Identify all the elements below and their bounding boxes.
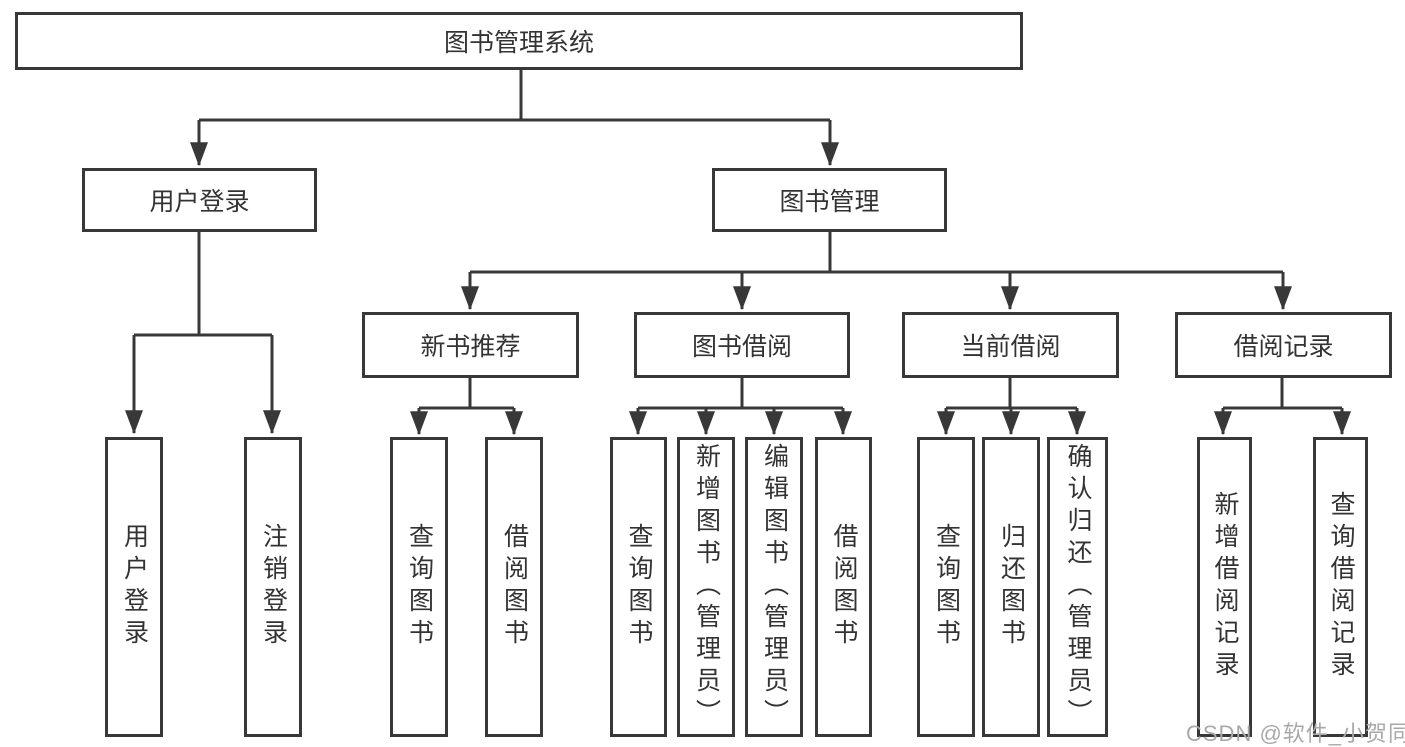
- leaf-query-books-recommend: 查询图书: [390, 437, 448, 737]
- leaf-edit-books-admin: 编辑图书（管理员）: [745, 437, 803, 737]
- node-label: 图书管理: [779, 188, 880, 216]
- node-label: 借阅图书: [830, 523, 858, 651]
- node-label: 借阅记录: [1233, 333, 1334, 361]
- leaf-return-books: 归还图书: [982, 437, 1040, 737]
- node-label: 编辑图书（管理员）: [760, 443, 789, 731]
- node-label: 新书推荐: [420, 333, 521, 361]
- node-label: 注销登录: [259, 523, 288, 651]
- leaf-query-books-borrowing: 查询图书: [610, 437, 667, 737]
- node-label: 新增图书（管理员）: [692, 443, 721, 731]
- node-label: 用户登录: [120, 523, 149, 651]
- leaf-query-borrow-record: 查询借阅记录: [1313, 437, 1368, 737]
- node-user-login: 用户登录: [82, 168, 317, 232]
- node-borrowing-records: 借阅记录: [1175, 312, 1392, 378]
- leaf-logout: 注销登录: [244, 437, 302, 737]
- leaf-borrow-books-recommend: 借阅图书: [485, 437, 543, 737]
- leaf-confirm-return-admin: 确认归还（管理员）: [1047, 437, 1108, 737]
- leaf-borrow-books: 借阅图书: [815, 437, 872, 737]
- node-label: 借阅图书: [500, 523, 529, 651]
- node-label: 查询图书: [625, 523, 653, 651]
- node-label: 查询借阅记录: [1327, 491, 1355, 683]
- node-label: 查询图书: [932, 523, 961, 651]
- node-library-system: 图书管理系统: [15, 12, 1023, 70]
- leaf-add-books-admin: 新增图书（管理员）: [677, 437, 735, 737]
- node-new-book-recommendation: 新书推荐: [362, 312, 579, 378]
- node-book-borrowing: 图书借阅: [634, 312, 850, 378]
- leaf-add-borrow-record: 新增借阅记录: [1197, 437, 1252, 737]
- node-label: 归还图书: [997, 523, 1026, 651]
- node-label: 图书借阅: [691, 333, 792, 361]
- leaf-query-books-current: 查询图书: [917, 437, 975, 737]
- csdn-watermark: CSDN @软件_小贺同学: [1186, 721, 1405, 746]
- node-label: 查询图书: [405, 523, 434, 651]
- node-current-borrowing: 当前借阅: [902, 312, 1119, 378]
- node-label: 新增借阅记录: [1211, 491, 1239, 683]
- node-label: 图书管理系统: [443, 29, 594, 57]
- leaf-user-login: 用户登录: [105, 437, 163, 737]
- node-label: 用户登录: [149, 188, 250, 216]
- node-label: 当前借阅: [960, 333, 1061, 361]
- node-label: 确认归还（管理员）: [1064, 443, 1092, 731]
- node-book-management: 图书管理: [712, 168, 947, 232]
